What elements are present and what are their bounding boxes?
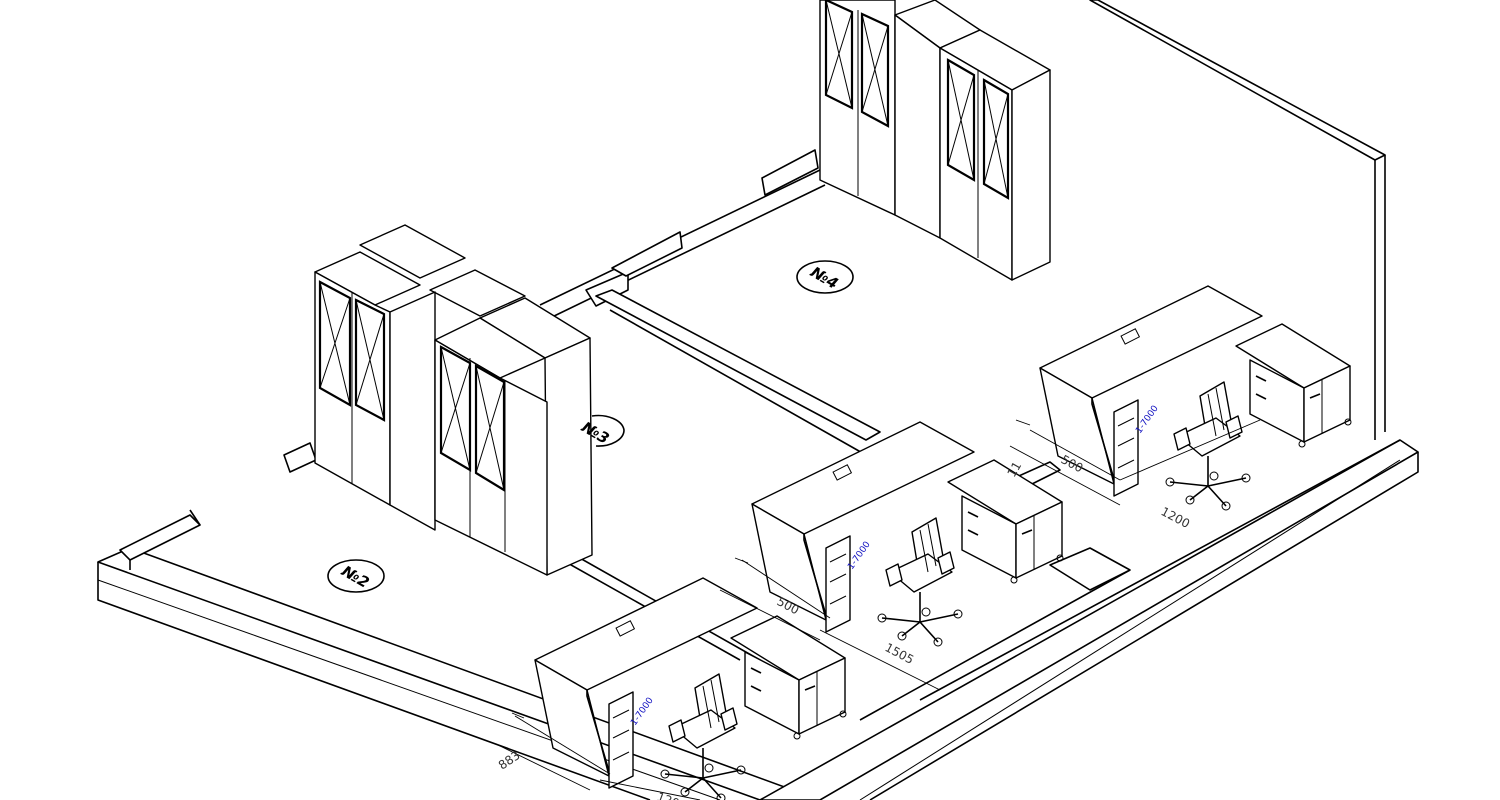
floor-slab [97, 0, 1419, 800]
desk-workstation-3 [1039, 285, 1352, 511]
svg-text:№4: №4 [807, 262, 842, 292]
dim-1200: 1200 [1159, 504, 1193, 531]
dim-11: 11 [1004, 459, 1024, 479]
desk-workstation-2 [751, 421, 1064, 647]
cabinet-group-left [314, 224, 593, 576]
room-label-4: №4 [796, 260, 854, 294]
dim-1505: 1505 [883, 640, 917, 667]
room-label-2: №2 [327, 559, 385, 593]
interior-walls [283, 149, 1401, 721]
svg-text:№2: №2 [338, 561, 373, 591]
dimension-lines [495, 419, 1261, 800]
cabinet-group-top [819, 0, 1051, 281]
dim-120: 120 [655, 790, 681, 800]
